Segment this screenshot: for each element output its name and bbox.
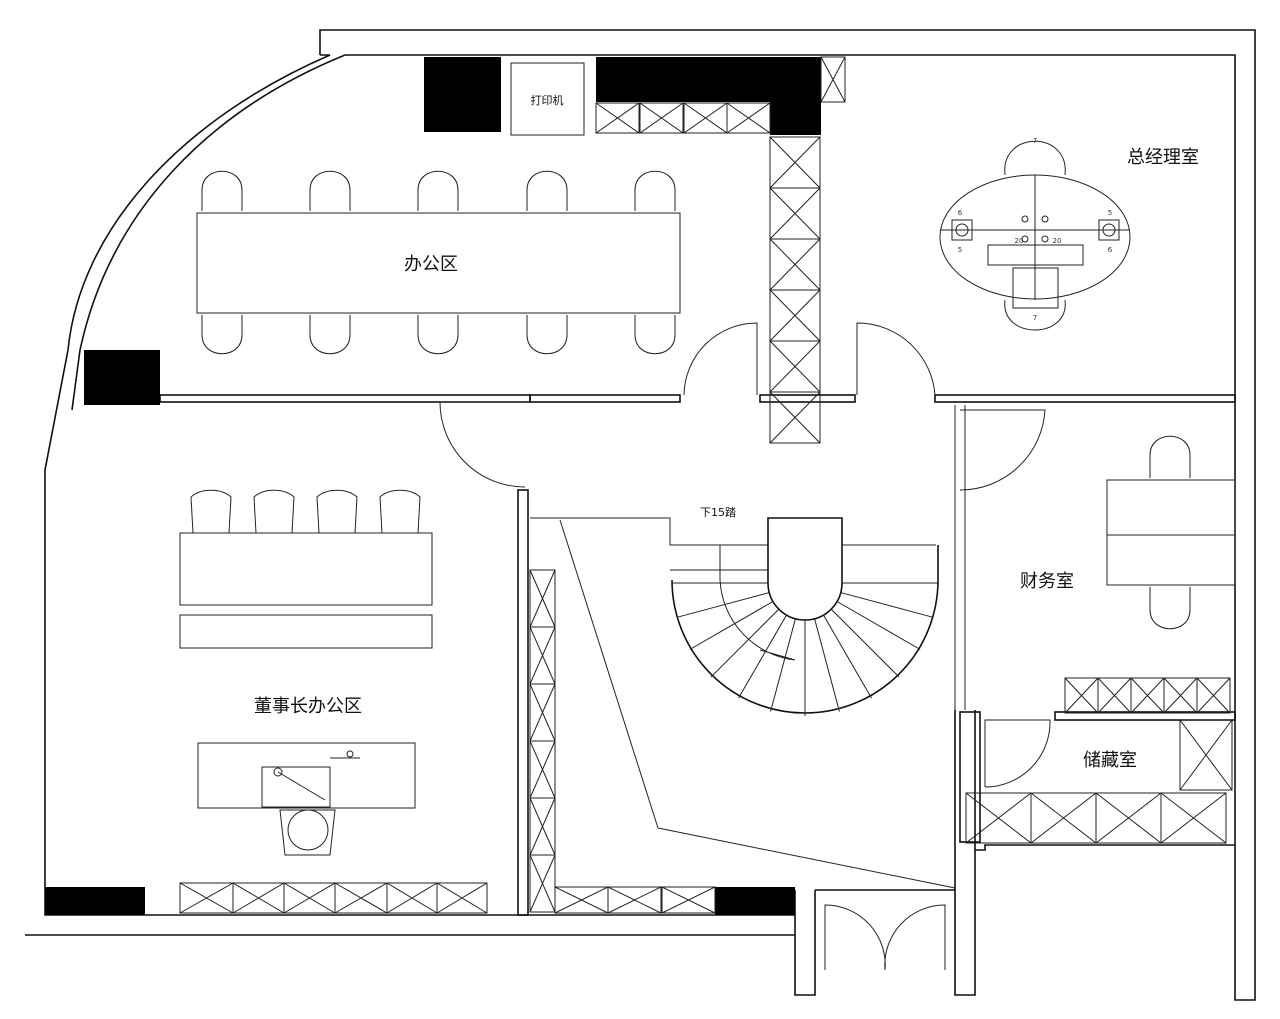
stair-tread — [710, 608, 780, 678]
cabinet-unit — [595, 102, 640, 134]
cabinet-unit — [529, 854, 556, 913]
mark-mid-left: 20 — [1015, 237, 1024, 245]
chairman-area: 董事长办公区 — [179, 489, 433, 856]
cabinet-unit — [661, 886, 716, 914]
chair — [634, 315, 676, 355]
cabinet-unit — [436, 882, 488, 914]
cabinet-unit — [607, 886, 662, 914]
conference-table — [196, 212, 681, 314]
mark-bottom: 7 — [1033, 314, 1037, 322]
mark-right-bottom: 6 — [1108, 246, 1113, 254]
stair-tread — [836, 601, 921, 650]
printer: 打印机 — [510, 62, 585, 136]
stair-tread — [840, 592, 934, 618]
cabinet-unit — [1196, 677, 1231, 714]
chair — [253, 489, 295, 534]
printer-label: 打印机 — [531, 93, 564, 107]
finance-label: 财务室 — [1020, 571, 1074, 592]
mark-left-bottom: 5 — [958, 246, 962, 254]
stair-tread — [676, 592, 770, 618]
cabinet-unit — [639, 102, 684, 134]
gm-office-label: 总经理室 — [1127, 147, 1199, 168]
mark-right-top: 5 — [1108, 209, 1112, 217]
chair — [379, 489, 421, 534]
stair-tread — [830, 608, 900, 678]
chair — [526, 170, 568, 211]
chair — [526, 315, 568, 355]
cabinet-unit — [1160, 792, 1227, 844]
mark-left-top: 6 — [958, 209, 963, 217]
chair — [634, 170, 676, 211]
stairs-label: 下15踏 — [700, 505, 736, 519]
stair-tread — [823, 614, 872, 699]
stair-tread — [689, 601, 774, 650]
chair — [417, 315, 459, 355]
storage-label: 储藏室 — [1083, 750, 1137, 771]
gm-office: 7 7 6 5 5 6 20 20 总经理室 — [939, 137, 1199, 331]
mark-mid-right: 20 — [1053, 237, 1062, 245]
office-area: 办公区 — [196, 170, 681, 355]
office-label: 办公区 — [404, 254, 458, 275]
cabinet-unit — [726, 102, 771, 134]
stair-tread — [814, 618, 840, 712]
chairman-office-label: 董事长办公区 — [254, 696, 362, 717]
chair — [201, 170, 243, 211]
stair-tread — [770, 618, 796, 712]
cabinet-unit — [769, 391, 821, 444]
staircase: 下15踏 — [530, 505, 956, 889]
chair — [190, 489, 232, 534]
doors — [439, 322, 1051, 971]
cabinet-unit — [820, 56, 846, 103]
finance-room: 财务室 — [1020, 435, 1236, 630]
chair — [309, 315, 351, 355]
chair — [201, 315, 243, 355]
cabinets — [179, 56, 1231, 914]
storage-room: 储藏室 — [1083, 719, 1233, 791]
chair — [316, 489, 358, 534]
mark-top: 7 — [1033, 137, 1037, 145]
chair — [309, 170, 351, 211]
walls — [25, 29, 1256, 1001]
chair — [417, 170, 459, 211]
stair-tread — [738, 614, 787, 699]
black-columns — [45, 57, 821, 915]
